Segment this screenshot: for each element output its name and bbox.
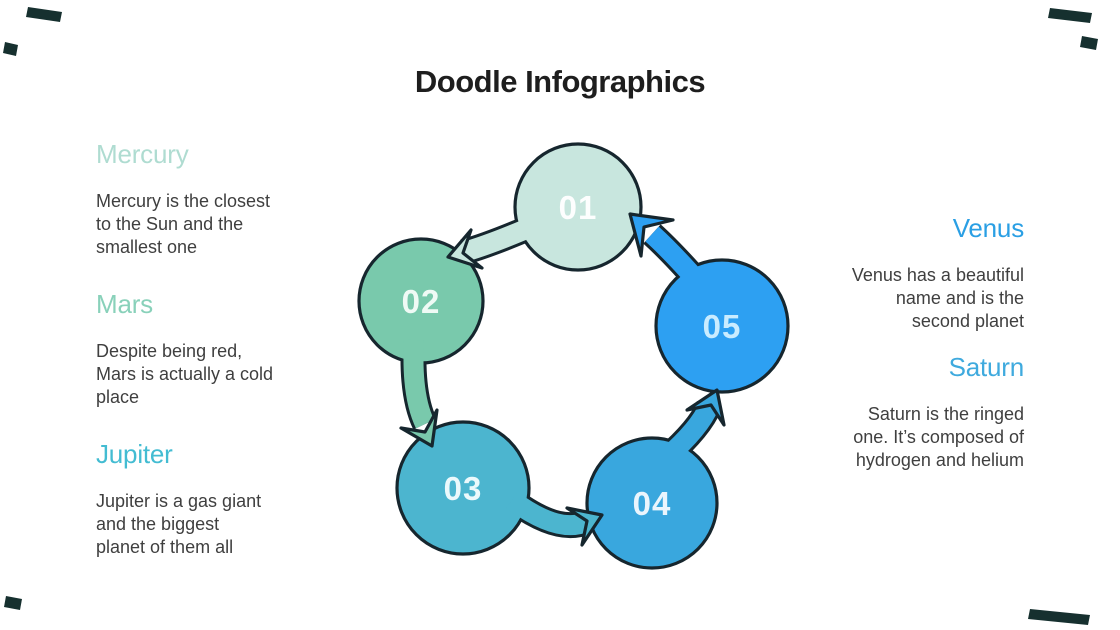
planet-description-mercury: Mercury is the closest to the Sun and th… [96,191,271,257]
corner-doodle-bottom-left [4,596,22,610]
step-number-01: 01 [559,189,598,226]
planet-description-saturn: Saturn is the ringed one. It’s composed … [853,404,1024,470]
step-number-04: 04 [633,485,672,522]
planet-block-mercury: Mercury Mercury is the closest to the Su… [96,139,336,259]
corner-doodle-right-small [1080,36,1098,50]
corner-doodle-top-right [1048,8,1092,23]
planet-heading-venus: Venus [952,213,1024,243]
planet-block-mars: Mars Despite being red, Mars is actually… [96,289,336,409]
page-title: Doodle Infographics [414,64,706,99]
arrow-03-04-head [565,506,604,547]
step-numbers: 01 02 03 04 05 [402,189,742,522]
planet-block-saturn: Saturn Saturn is the ringed one. It’s co… [784,352,1024,472]
arrow-05-01-head [628,212,675,258]
arrow-tails [403,214,719,536]
corner-doodle-left-small [3,42,18,56]
planet-description-jupiter: Jupiter is a gas giant and the biggest p… [96,491,262,557]
step-circle-04 [585,436,719,570]
step-number-05: 05 [703,308,742,345]
planet-heading-jupiter: Jupiter [96,439,173,469]
planet-block-jupiter: Jupiter Jupiter is a gas giant and the b… [96,439,336,559]
corner-doodles [3,7,1098,625]
planet-heading-mars: Mars [96,289,153,319]
planet-heading-mercury: Mercury [96,139,189,169]
planet-description-mars: Despite being red, Mars is actually a co… [96,341,274,407]
planet-description-venus: Venus has a beautiful name and is the se… [851,265,1024,331]
step-circle-01 [513,142,643,272]
step-circle-03 [395,420,531,556]
arrow-04-05-tail [659,401,719,466]
planet-heading-saturn: Saturn [948,352,1025,382]
arrow-04-05-head [685,388,726,427]
arrow-01-02-head [446,228,484,270]
step-circle-05 [654,258,790,394]
arrow-03-04-tail [506,491,590,536]
corner-doodle-bottom-right [1028,609,1090,625]
arrow-01-02-tail [461,214,542,262]
arrow-05-01-tail [645,226,708,291]
arrow-02-03-tail [403,339,435,429]
arrow-heads [399,212,726,547]
arrow-02-03-head [399,408,439,448]
step-number-03: 03 [444,470,483,507]
step-circles [357,142,790,570]
step-number-02: 02 [402,283,441,320]
corner-doodle-top-left [26,7,62,22]
planet-block-venus: Venus Venus has a beautiful name and is … [784,213,1024,333]
